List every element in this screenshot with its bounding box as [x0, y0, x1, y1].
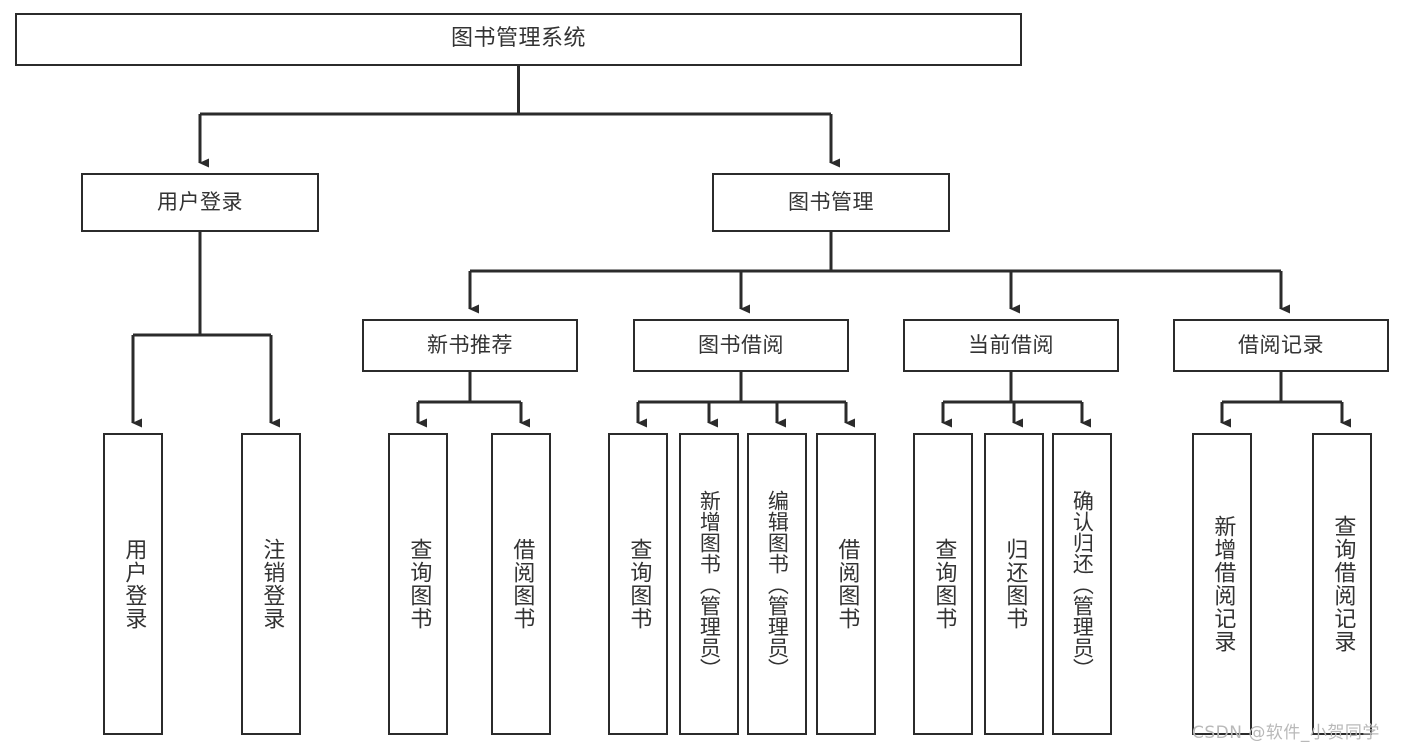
- node-leaf-add-borrow-record[interactable]: 新增借阅记录: [1192, 433, 1252, 735]
- node-leaf-borrow-book-2[interactable]: 借阅图书: [816, 433, 876, 735]
- node-current-borrow[interactable]: 当前借阅: [903, 319, 1119, 372]
- node-leaf-query-borrow-record[interactable]: 查询借阅记录: [1312, 433, 1372, 735]
- node-label: 查询图书: [406, 538, 432, 630]
- node-label: 图书管理: [788, 189, 874, 214]
- node-label: 归还图书: [1002, 538, 1028, 630]
- node-leaf-logout[interactable]: 注销登录: [241, 433, 301, 735]
- node-label: 图书借阅: [698, 332, 784, 357]
- node-leaf-query-book-1[interactable]: 查询图书: [388, 433, 448, 735]
- node-leaf-user-login[interactable]: 用户登录: [103, 433, 163, 735]
- node-leaf-return-book[interactable]: 归还图书: [984, 433, 1044, 735]
- node-label: 查询图书: [626, 538, 652, 630]
- node-leaf-confirm-return-admin[interactable]: 确认归还（管理员）: [1052, 433, 1112, 735]
- node-label: 查询借阅记录: [1330, 515, 1356, 653]
- node-label: 查询图书: [931, 538, 957, 630]
- node-label: 图书管理系统: [450, 26, 586, 52]
- node-leaf-add-book-admin[interactable]: 新增图书（管理员）: [679, 433, 739, 735]
- node-label: 编辑图书（管理员）: [765, 489, 790, 679]
- node-leaf-borrow-book-1[interactable]: 借阅图书: [491, 433, 551, 735]
- node-label: 用户登录: [157, 189, 243, 214]
- node-label: 用户登录: [121, 538, 147, 630]
- node-book-borrow[interactable]: 图书借阅: [633, 319, 849, 372]
- node-label: 新增图书（管理员）: [697, 489, 722, 679]
- node-root-system[interactable]: 图书管理系统: [15, 13, 1022, 66]
- watermark-text: CSDN @软件_小贺同学: [1192, 723, 1380, 743]
- node-label: 新书推荐: [427, 332, 513, 357]
- node-label: 借阅记录: [1238, 332, 1324, 357]
- node-label: 新增借阅记录: [1210, 515, 1236, 653]
- node-label: 借阅图书: [834, 538, 860, 630]
- node-label: 注销登录: [259, 538, 285, 630]
- node-user-login[interactable]: 用户登录: [81, 173, 319, 232]
- node-leaf-edit-book-admin[interactable]: 编辑图书（管理员）: [747, 433, 807, 735]
- node-label: 借阅图书: [509, 538, 535, 630]
- node-new-book-recommend[interactable]: 新书推荐: [362, 319, 578, 372]
- node-book-manage[interactable]: 图书管理: [712, 173, 950, 232]
- node-leaf-query-book-3[interactable]: 查询图书: [913, 433, 973, 735]
- node-label: 当前借阅: [968, 332, 1054, 357]
- node-label: 确认归还（管理员）: [1070, 489, 1095, 679]
- node-leaf-query-book-2[interactable]: 查询图书: [608, 433, 668, 735]
- node-borrow-record[interactable]: 借阅记录: [1173, 319, 1389, 372]
